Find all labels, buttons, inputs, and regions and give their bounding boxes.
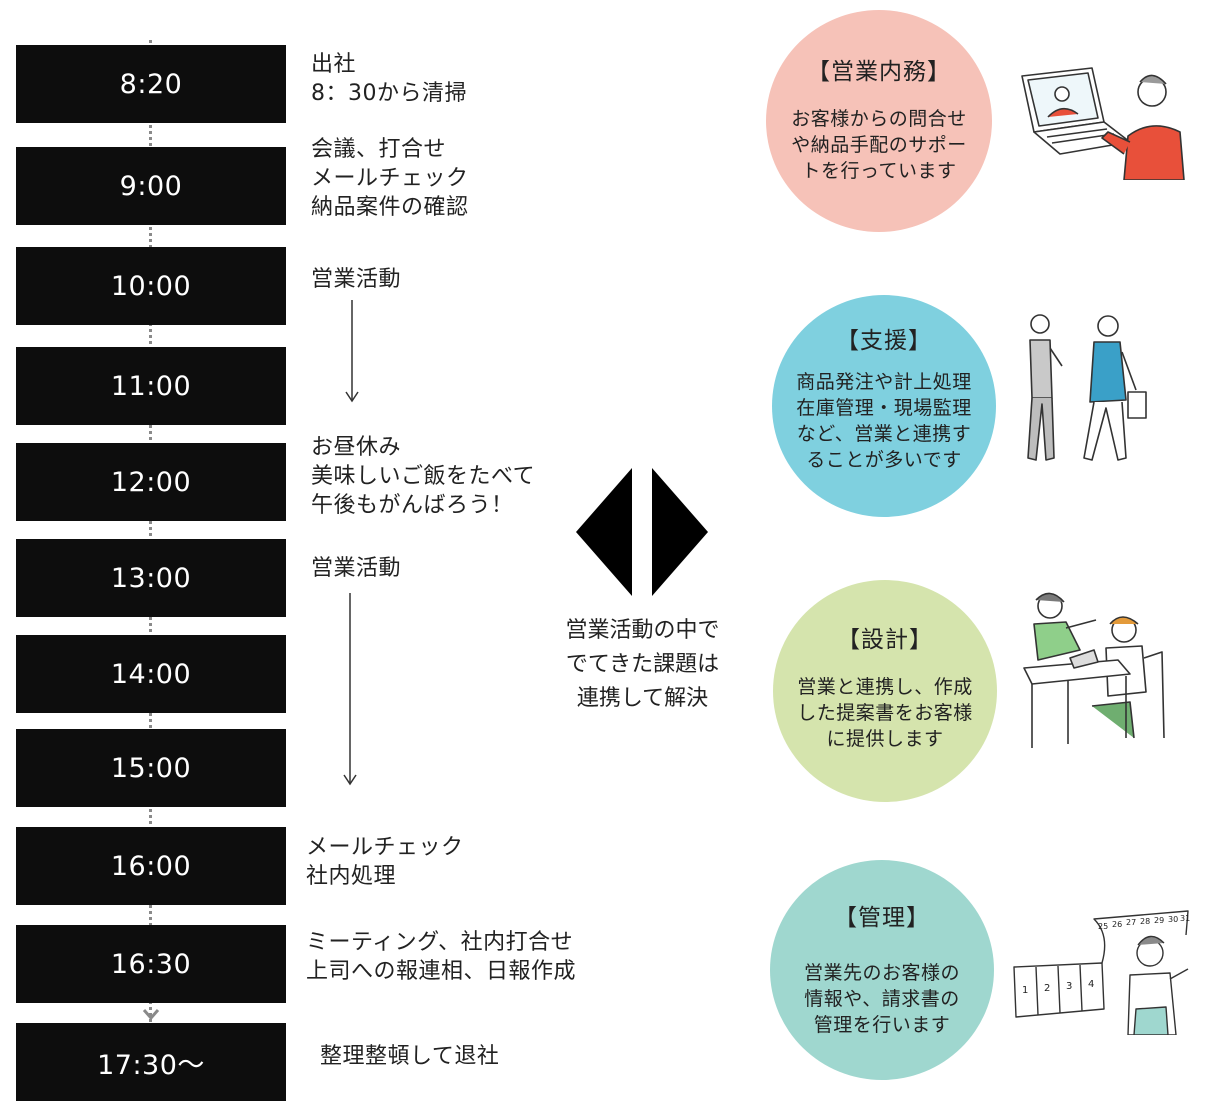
arrow-down-icon (345, 300, 359, 403)
time-box-1300: 13:00 (16, 539, 286, 617)
calendar-number: 28 (1140, 917, 1150, 926)
calendar-number: 3 (1066, 981, 1072, 992)
meeting-table-illustration (1023, 592, 1165, 748)
role-title: 【営業内務】 (807, 59, 951, 85)
calendar-number: 29 (1154, 916, 1164, 925)
chevron-down-icon (142, 1009, 160, 1021)
role-description: 営業先のお客様の 情報や、請求書の 管理を行います (803, 962, 960, 1036)
calendar-number: 26 (1112, 920, 1122, 929)
calendar-number: 4 (1088, 979, 1094, 990)
time-box-1600: 16:00 (16, 827, 286, 905)
role-title: 【管理】 (834, 905, 930, 931)
role-circle-support: 【支援】 商品発注や計上処理 在庫管理・現場監理 など、営業と連携す ることが多… (772, 295, 996, 517)
arrow-down-icon (343, 593, 357, 786)
time-box-0900: 9:00 (16, 147, 286, 225)
role-circle-design: 【設計】 営業と連携し、作成 した提案書をお客様 に提供します (773, 580, 997, 802)
activity-1300: 営業活動 (311, 556, 402, 581)
calendar-number: 31 (1180, 914, 1190, 923)
calendar-number: 25 (1098, 922, 1108, 931)
role-description: 営業と連携し、作成 した提案書をお客様 に提供します (797, 676, 973, 750)
time-box-1630: 16:30 (16, 925, 286, 1003)
center-caption: 営業活動の中で でてきた課題は 連携して解決 (565, 618, 720, 711)
time-box-1400: 14:00 (16, 635, 286, 713)
laptop-video-call-illustration (1021, 67, 1185, 180)
time-box-1000: 10:00 (16, 247, 286, 325)
calendar-number: 2 (1044, 983, 1050, 994)
activity-0820: 出社 8：30から清掃 (311, 52, 467, 106)
role-description: 商品発注や計上処理 在庫管理・現場監理 など、営業と連携す ることが多いです (796, 371, 972, 471)
calendar-number: 27 (1126, 918, 1136, 927)
activity-1200: お昼休み 美味しいご飯をたべて 午後もがんばろう！ (311, 435, 536, 518)
activity-1600: メールチェック 社内処理 (306, 835, 464, 889)
bidirectional-arrow-icon (576, 468, 708, 596)
time-box-1100: 11:00 (16, 347, 286, 425)
time-box-0820: 8:20 (16, 45, 286, 123)
walking-people-illustration (1027, 314, 1147, 461)
activity-1730: 整理整頓して退社 (320, 1044, 500, 1069)
time-box-1500: 15:00 (16, 729, 286, 807)
activity-1000: 営業活動 (311, 267, 402, 292)
calendar-number: 1 (1022, 985, 1028, 996)
time-box-1730: 17:30〜 (16, 1023, 286, 1101)
role-circle-sales-office: 【営業内務】 お客様からの問合せ や納品手配のサポー トを行っています (766, 10, 992, 232)
role-title: 【設計】 (837, 627, 933, 653)
role-circle-management: 【管理】 営業先のお客様の 情報や、請求書の 管理を行います (770, 860, 994, 1080)
calendar-management-illustration: 1 2 3 4 25 26 27 28 29 30 31 (1013, 910, 1190, 1035)
role-title: 【支援】 (836, 328, 932, 354)
activity-0900: 会議、打合せ メールチェック 納品案件の確認 (311, 137, 469, 220)
activity-1630: ミーティング、社内打合せ 上司への報連相、日報作成 (306, 930, 577, 984)
time-box-1200: 12:00 (16, 443, 286, 521)
role-description: お客様からの問合せ や納品手配のサポー トを行っています (791, 108, 967, 182)
calendar-number: 30 (1168, 915, 1178, 924)
